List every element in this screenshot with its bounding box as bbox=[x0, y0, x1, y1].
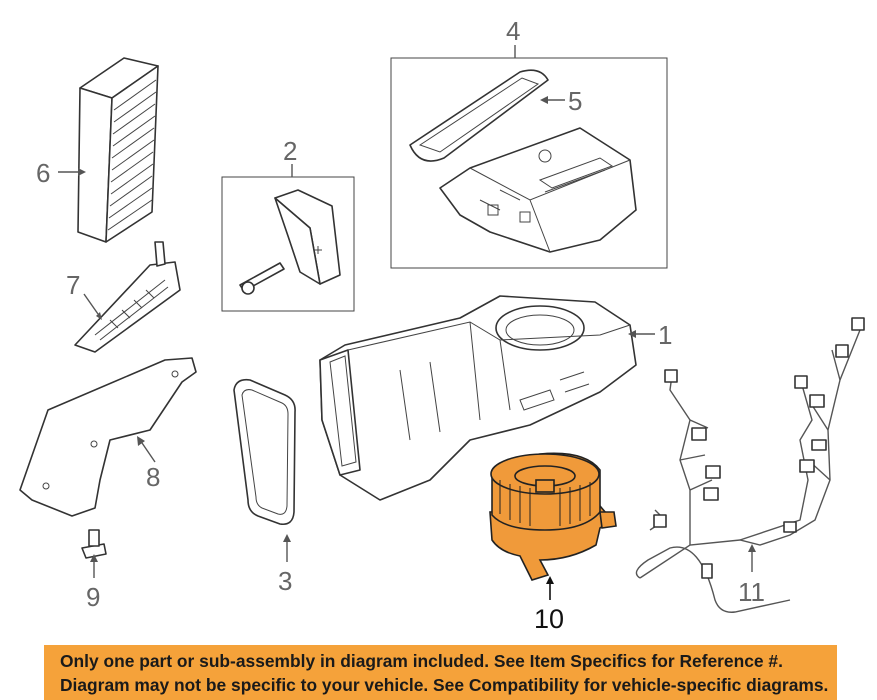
arrow-3 bbox=[283, 534, 291, 542]
callout-8[interactable]: 8 bbox=[146, 462, 160, 492]
part-11-wiring-harness[interactable] bbox=[635, 317, 865, 613]
callout-9[interactable]: 9 bbox=[86, 582, 100, 612]
part-2-sensor[interactable] bbox=[239, 189, 341, 295]
disclaimer-line-1: Only one part or sub-assembly in diagram… bbox=[60, 651, 783, 671]
parts-diagram: 6 2 4 5 7 bbox=[19, 16, 865, 634]
callout-5[interactable]: 5 bbox=[568, 86, 582, 116]
part-5-seal[interactable] bbox=[409, 69, 549, 162]
callout-4[interactable]: 4 bbox=[506, 16, 520, 46]
leader-8 bbox=[139, 439, 156, 463]
callout-11[interactable]: 11 bbox=[738, 577, 765, 607]
part-2-box bbox=[221, 176, 355, 312]
disclaimer-banner: Only one part or sub-assembly in diagram… bbox=[44, 645, 837, 700]
leader-7 bbox=[83, 293, 99, 315]
disclaimer-line-2: Diagram may not be specific to your vehi… bbox=[60, 675, 829, 695]
callout-10[interactable]: 10 bbox=[534, 604, 564, 634]
arrow-1 bbox=[628, 330, 636, 338]
part-8-insulator[interactable] bbox=[19, 357, 197, 517]
part-6-cabin-filter[interactable] bbox=[77, 57, 159, 243]
part-4-housing[interactable] bbox=[439, 127, 637, 253]
arrow-8 bbox=[137, 436, 145, 446]
arrow-5 bbox=[540, 96, 548, 104]
arrow-11 bbox=[748, 544, 756, 552]
part-10-blower-motor[interactable] bbox=[489, 452, 617, 581]
part-3-gasket[interactable] bbox=[233, 378, 296, 526]
callout-2[interactable]: 2 bbox=[283, 136, 297, 166]
part-1-hvac-case[interactable] bbox=[319, 295, 637, 501]
arrow-7 bbox=[96, 312, 102, 320]
part-4-box bbox=[390, 57, 668, 269]
arrow-9 bbox=[90, 554, 98, 562]
arrow-10 bbox=[546, 576, 554, 584]
part-7-grille[interactable] bbox=[74, 241, 181, 353]
arrow-6 bbox=[78, 168, 86, 176]
callout-7[interactable]: 7 bbox=[66, 270, 80, 300]
callout-3[interactable]: 3 bbox=[278, 566, 292, 596]
part-9-clip[interactable] bbox=[81, 529, 107, 559]
callout-6[interactable]: 6 bbox=[36, 158, 50, 188]
callout-1[interactable]: 1 bbox=[658, 320, 672, 350]
